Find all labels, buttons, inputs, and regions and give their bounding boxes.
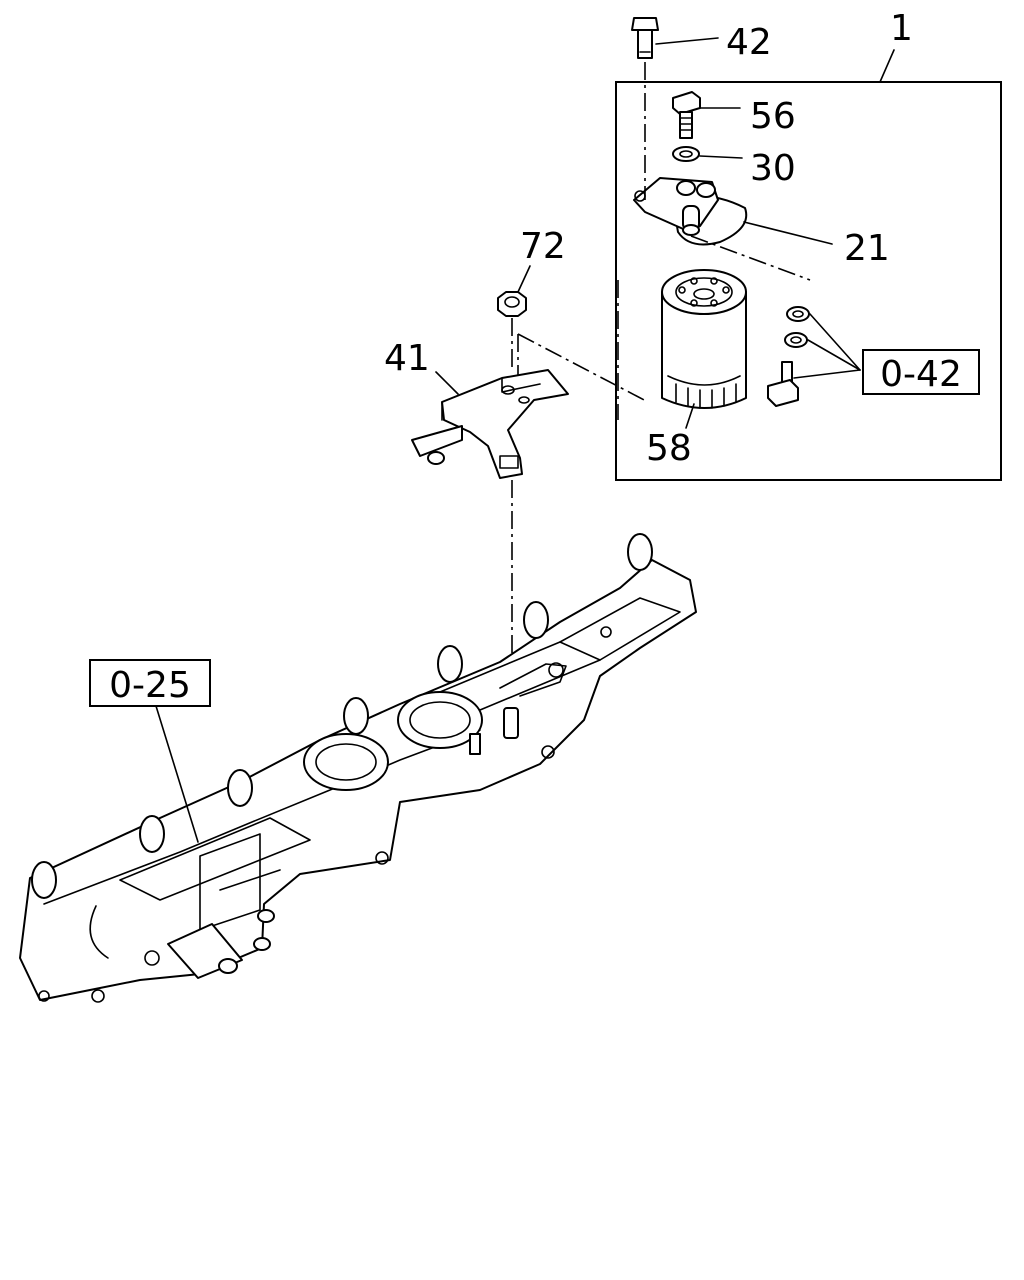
filter-head-21[interactable] xyxy=(633,177,748,246)
bracket-41[interactable] xyxy=(411,369,569,479)
fittings-group[interactable] xyxy=(767,306,810,407)
ref-label-0-25: 0-25 xyxy=(109,665,191,706)
washer-30[interactable] xyxy=(672,146,700,162)
callout-21: 21 xyxy=(844,228,890,269)
callout-56: 56 xyxy=(750,96,796,137)
bolt-42[interactable] xyxy=(631,17,659,59)
callout-41: 41 xyxy=(384,338,430,379)
assembly-frame xyxy=(615,81,1002,481)
ref-label-0-42: 0-42 xyxy=(880,354,962,395)
nut-72[interactable] xyxy=(497,291,527,317)
callout-72: 72 xyxy=(520,226,566,267)
callout-58: 58 xyxy=(646,428,692,469)
callout-30: 30 xyxy=(750,148,796,189)
callout-1: 1 xyxy=(890,8,913,49)
plug-56[interactable] xyxy=(672,91,701,139)
filter-58[interactable] xyxy=(661,269,747,409)
ref-box-0-42[interactable] xyxy=(862,349,980,395)
ref-box-0-25[interactable] xyxy=(89,659,211,707)
exhaust-manifold[interactable] xyxy=(19,533,697,1003)
callout-42: 42 xyxy=(726,22,772,63)
